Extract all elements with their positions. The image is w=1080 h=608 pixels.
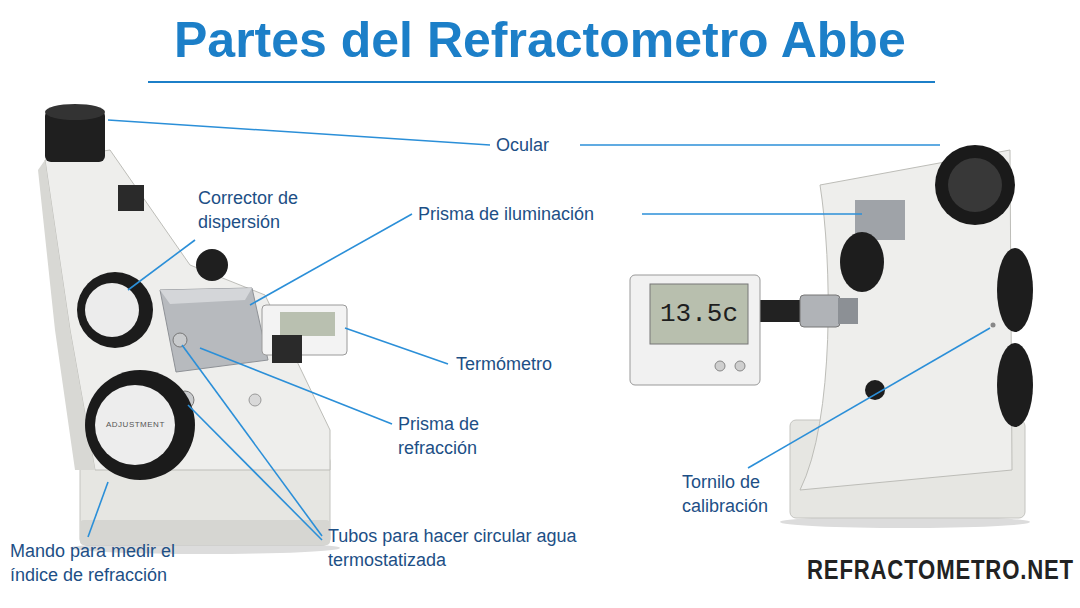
part-label: Tubos para hacer circular agua termostat… [328,524,578,572]
watermark: REFRACTOMETRO.NET [807,554,1074,586]
display-reading: 13.5c [660,299,738,329]
part-label: Ocular [496,133,549,157]
part-label: Corrector de dispersión [198,186,338,234]
part-label: Prisma de refracción [398,412,518,460]
part-label: Prisma de iluminación [418,202,594,226]
diagram-title: Partes del Refractometro Abbe [174,10,906,70]
part-label: Tornilo de calibración [682,470,802,518]
part-label: Termómetro [456,352,552,376]
part-label: Mando para medir el índice de refracción [10,539,215,587]
knob-marking: ADJUSTMENT [106,420,165,430]
